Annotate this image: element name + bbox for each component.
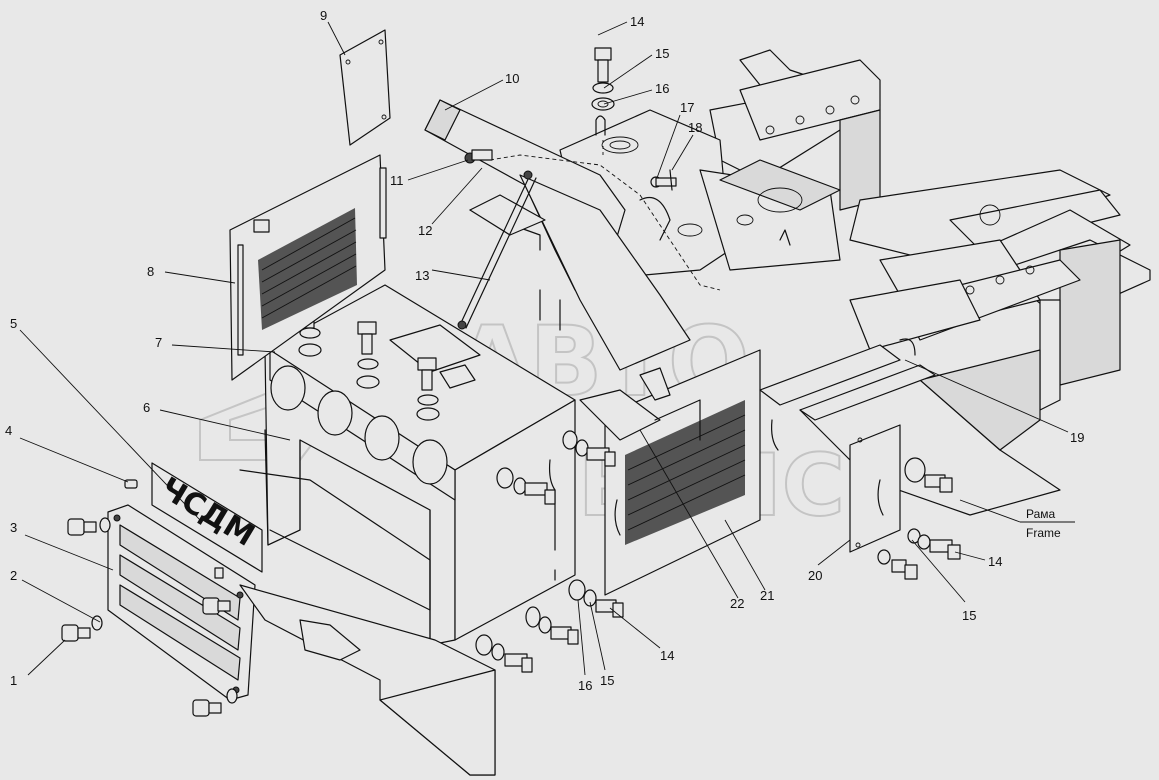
callout-10: 10 bbox=[505, 71, 519, 86]
callout-16-bottom: 16 bbox=[578, 678, 592, 693]
side-panel-8 bbox=[229, 154, 387, 381]
loose-fasteners bbox=[61, 430, 961, 717]
callout-3: 3 bbox=[10, 520, 17, 535]
frame-label-ru: Рама bbox=[1026, 507, 1056, 521]
callout-20: 20 bbox=[808, 568, 822, 583]
callout-22: 22 bbox=[730, 596, 744, 611]
hood-cover-10 bbox=[424, 99, 721, 371]
callout-7: 7 bbox=[155, 335, 162, 350]
skid-plate bbox=[239, 584, 496, 776]
callout-12: 12 bbox=[418, 223, 432, 238]
callout-18: 18 bbox=[688, 120, 702, 135]
frame-label: Рама Frame bbox=[1026, 507, 1061, 540]
callout-4: 4 bbox=[5, 423, 12, 438]
callout-16: 16 bbox=[655, 81, 669, 96]
rear-panel-20 bbox=[849, 424, 901, 553]
callout-13: 13 bbox=[415, 268, 429, 283]
callout-14-bottom: 14 bbox=[660, 648, 674, 663]
leader-lines bbox=[19, 21, 1075, 676]
radiator-housing-6 bbox=[239, 284, 576, 646]
callout-21: 21 bbox=[760, 588, 774, 603]
top-cover-9 bbox=[339, 29, 391, 146]
callout-8: 8 bbox=[147, 264, 154, 279]
callout-15-right: 15 bbox=[962, 608, 976, 623]
callout-15: 15 bbox=[655, 46, 669, 61]
callout-numbers: 1 2 3 4 5 6 7 8 9 10 11 12 13 14 15 16 1… bbox=[5, 8, 1084, 693]
callout-17: 17 bbox=[680, 100, 694, 115]
callout-14: 14 bbox=[630, 14, 644, 29]
callout-5: 5 bbox=[10, 316, 17, 331]
frame bbox=[709, 49, 1151, 516]
top-bolt-14 bbox=[591, 47, 615, 155]
gas-strut-13 bbox=[457, 170, 537, 330]
grille-3 bbox=[107, 504, 256, 701]
callout-11: 11 bbox=[390, 173, 404, 188]
callout-6: 6 bbox=[143, 400, 150, 415]
frame-label-en: Frame bbox=[1026, 526, 1061, 540]
callout-19: 19 bbox=[1070, 430, 1084, 445]
callout-9: 9 bbox=[320, 8, 327, 23]
callout-2: 2 bbox=[10, 568, 17, 583]
frame-plate-19 bbox=[759, 338, 936, 421]
callout-1: 1 bbox=[10, 673, 17, 688]
callout-14-right: 14 bbox=[988, 554, 1002, 569]
callout-15-bottom: 15 bbox=[600, 673, 614, 688]
pins-17-18 bbox=[650, 169, 677, 191]
tank-body bbox=[559, 109, 841, 281]
